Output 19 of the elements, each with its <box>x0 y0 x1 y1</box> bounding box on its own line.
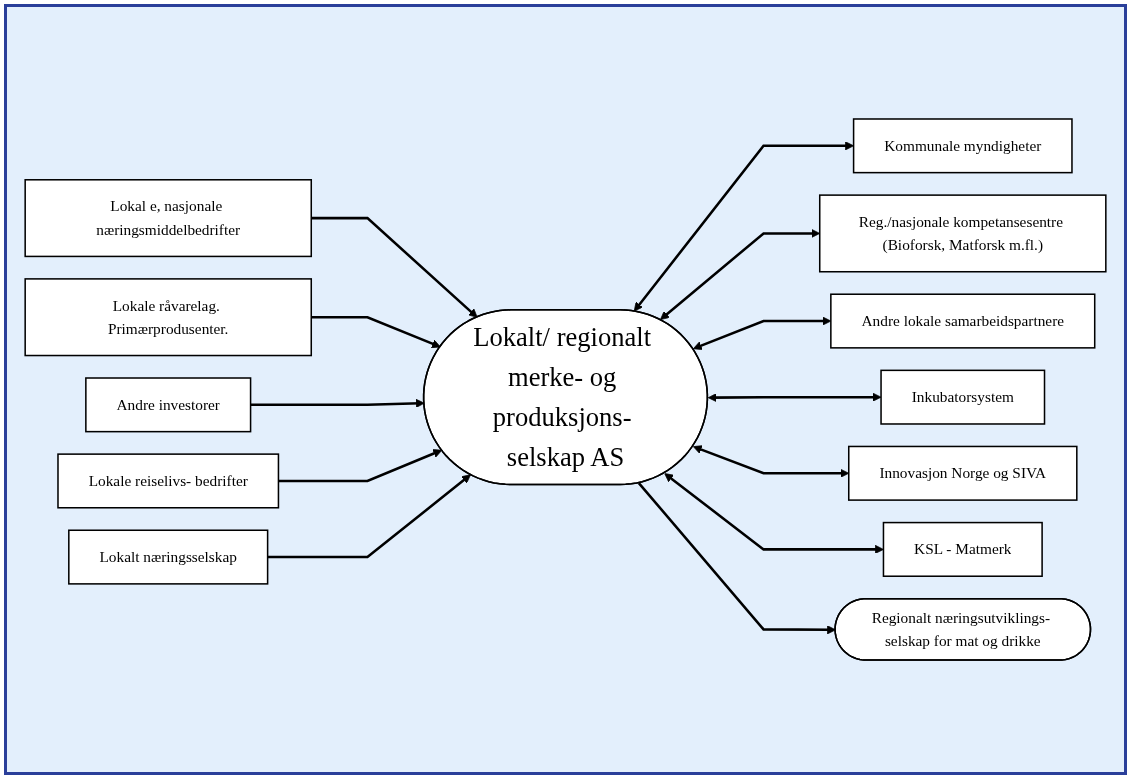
node-box: Kommunale myndigheter <box>852 118 1073 174</box>
arrow <box>278 449 443 483</box>
arrow <box>311 315 441 349</box>
arrow <box>633 141 854 312</box>
arrow <box>311 216 478 318</box>
arrow <box>707 392 882 403</box>
node-box: KSL - Matmerk <box>882 521 1043 577</box>
node-box: Lokale reiselivs- bedrifter <box>57 453 280 509</box>
node-box: Inkubatorsystem <box>880 369 1046 425</box>
node-box: Lokal e, nasjonale næringsmiddelbedrifter <box>24 179 313 258</box>
arrow <box>637 482 836 635</box>
node-box: Reg./nasjonale kompetansesentre (Bioforsk, Matforsk m.fl.) <box>818 194 1107 273</box>
arrow <box>664 473 884 554</box>
node-box: Lokalt næringsselskap <box>68 529 269 585</box>
node-box: Andre investorer <box>85 377 252 433</box>
node-box: Andre lokale samarbeidspartnere <box>830 293 1096 349</box>
node-box: Lokale råvarelag. Primærprodusenter. <box>24 278 313 357</box>
node-box: Innovasjon Norge og SIVA <box>848 445 1078 501</box>
arrow <box>267 474 471 559</box>
